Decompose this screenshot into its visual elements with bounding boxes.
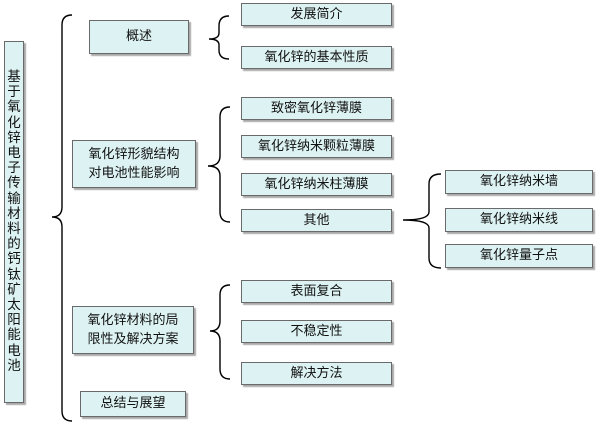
- root-topic-char: 太: [7, 297, 21, 314]
- node-solutions: 解决方法: [241, 362, 392, 385]
- node-label: 不稳定性: [290, 323, 343, 339]
- section-limitations-label-line1: 氧化锌材料的局: [87, 313, 179, 328]
- node-nanowire: 氧化锌纳米线: [445, 208, 593, 232]
- section-overview: 概述: [89, 20, 189, 54]
- section-morphology-label-line1: 氧化锌形貌结构: [88, 147, 180, 162]
- section-summary: 总结与展望: [80, 391, 186, 417]
- node-label: 氧化锌的基本性质: [264, 49, 369, 65]
- limitation-brace: [209, 284, 231, 380]
- root-topic-char: 子: [7, 160, 21, 177]
- node-surface-recombination: 表面复合: [241, 280, 392, 303]
- node-label: 致密氧化锌薄膜: [270, 100, 362, 116]
- section-overview-label: 概述: [125, 29, 152, 44]
- node-dense-film: 致密氧化锌薄膜: [241, 97, 392, 120]
- node-other: 其他: [241, 209, 392, 232]
- root-topic-char: 的: [7, 236, 21, 253]
- node-nanorod-film: 氧化锌纳米柱薄膜: [241, 173, 392, 196]
- morphology-brace: [207, 106, 231, 223]
- node-development-intro: 发展简介: [241, 3, 392, 26]
- root-topic-char: 阳: [7, 312, 21, 329]
- root-topic-char: 化: [7, 114, 21, 131]
- node-nanowall: 氧化锌纳米墙: [445, 170, 593, 194]
- root-topic-char: 输: [7, 190, 21, 207]
- root-topic-char: 电: [7, 342, 21, 359]
- node-label: 氧化锌量子点: [479, 248, 558, 263]
- root-topic-char: 料: [7, 221, 21, 237]
- root-topic-char: 钙: [7, 251, 21, 268]
- root-topic-char: 池: [7, 357, 21, 374]
- overview-brace: [208, 15, 230, 60]
- node-label: 解决方法: [290, 365, 343, 381]
- root-topic-char: 材: [7, 205, 21, 222]
- node-label: 其他: [303, 212, 330, 228]
- node-basic-properties: 氧化锌的基本性质: [241, 46, 392, 69]
- node-label: 表面复合: [290, 283, 343, 299]
- node-nanoparticle-film: 氧化锌纳米颗粒薄膜: [241, 135, 392, 158]
- root-topic-char: 传: [7, 175, 21, 192]
- root-topic-char: 电: [7, 144, 21, 161]
- root-topic-char: 锌: [7, 129, 21, 146]
- root-topic-char: 能: [7, 327, 21, 344]
- root-topic-char: 于: [7, 84, 21, 101]
- root-topic-box: 基 于 氧 化 锌 电 子 传 输 材 料 的 钙 钛 矿 太 阳 能 电 池: [4, 41, 24, 403]
- root-topic-char: 矿: [7, 281, 21, 298]
- root-topic-char: 钛: [7, 266, 21, 283]
- root-brace: [51, 14, 73, 422]
- node-label: 氧化锌纳米颗粒薄膜: [257, 138, 375, 154]
- section-limitations-label-line2: 限性及解决方案: [87, 332, 179, 347]
- node-label: 发展简介: [290, 6, 343, 22]
- node-label: 氧化锌纳米柱薄膜: [264, 176, 369, 192]
- node-label: 氧化锌纳米墙: [479, 174, 558, 189]
- node-label: 氧化锌纳米线: [479, 212, 558, 227]
- node-instability: 不稳定性: [241, 320, 392, 343]
- other-brace: [402, 173, 442, 269]
- node-quantum-dot: 氧化锌量子点: [445, 244, 593, 268]
- section-morphology-label-line2: 对电池性能影响: [88, 166, 180, 181]
- root-topic-char: 基: [7, 68, 21, 85]
- section-morphology: 氧化锌形貌结构 对电池性能影响: [72, 140, 196, 188]
- section-summary-label: 总结与展望: [100, 396, 166, 411]
- root-topic-char: 氧: [7, 99, 21, 116]
- section-limitations: 氧化锌材料的局 限性及解决方案: [72, 306, 194, 354]
